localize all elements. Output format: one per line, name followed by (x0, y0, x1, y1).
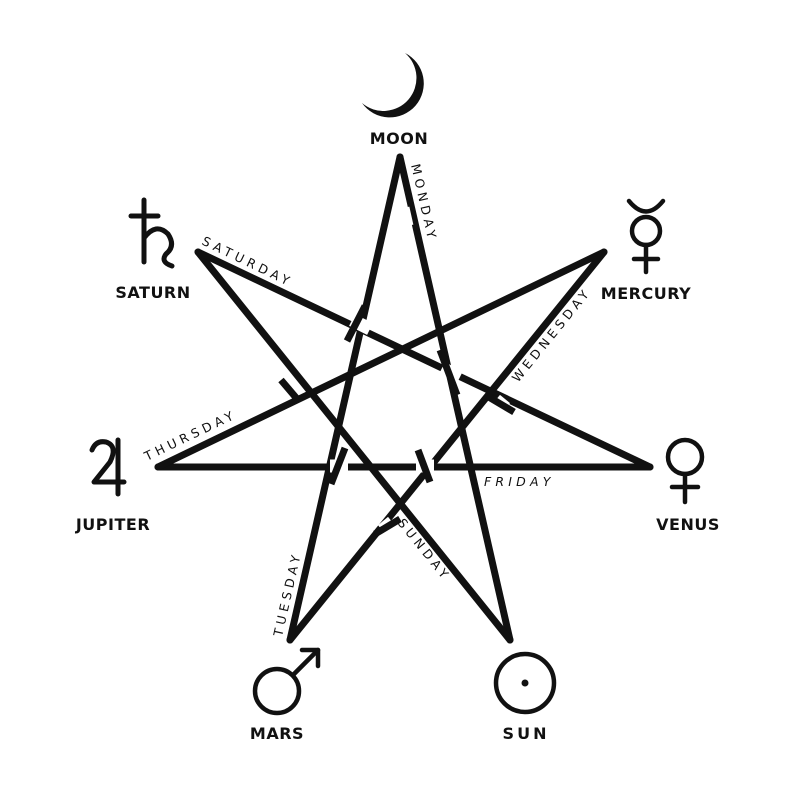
mars-icon (252, 647, 321, 716)
label-venus: VENUS (656, 515, 720, 534)
edge-mars-moon (286, 153, 404, 644)
weave-overs (278, 304, 516, 538)
jupiter-icon (89, 437, 127, 497)
label-mercury: MERCURY (601, 284, 691, 303)
day-friday: FRIDAY (484, 474, 555, 489)
edge-saturn-venus (194, 248, 654, 471)
label-mars: MARS (250, 724, 304, 743)
sun-icon (493, 651, 557, 715)
heptagram (154, 153, 654, 644)
day-sunday: SUNDAY (395, 515, 455, 584)
moon-icon (362, 53, 424, 118)
label-jupiter: JUPITER (75, 515, 150, 534)
edge-mercury-mars (286, 248, 608, 644)
day-wednesday: WEDNESDAY (509, 284, 595, 385)
edge-sun-jupiter (194, 248, 514, 644)
label-sun: SUN (503, 724, 550, 743)
planet-labels: MOON MERCURY SATURN JUPITER VENUS MARS S… (75, 129, 720, 743)
edge-jupiter-mercury (154, 248, 608, 471)
label-moon: MOON (370, 129, 429, 148)
mercury-icon (626, 198, 666, 275)
day-labels: MONDAY WEDNESDAY FRIDAY SUNDAY TUESDAY T… (141, 162, 594, 638)
venus-icon (665, 437, 705, 505)
edge-moon-sun (396, 153, 514, 644)
label-saturn: SATURN (115, 283, 190, 302)
saturn-icon (128, 197, 175, 269)
